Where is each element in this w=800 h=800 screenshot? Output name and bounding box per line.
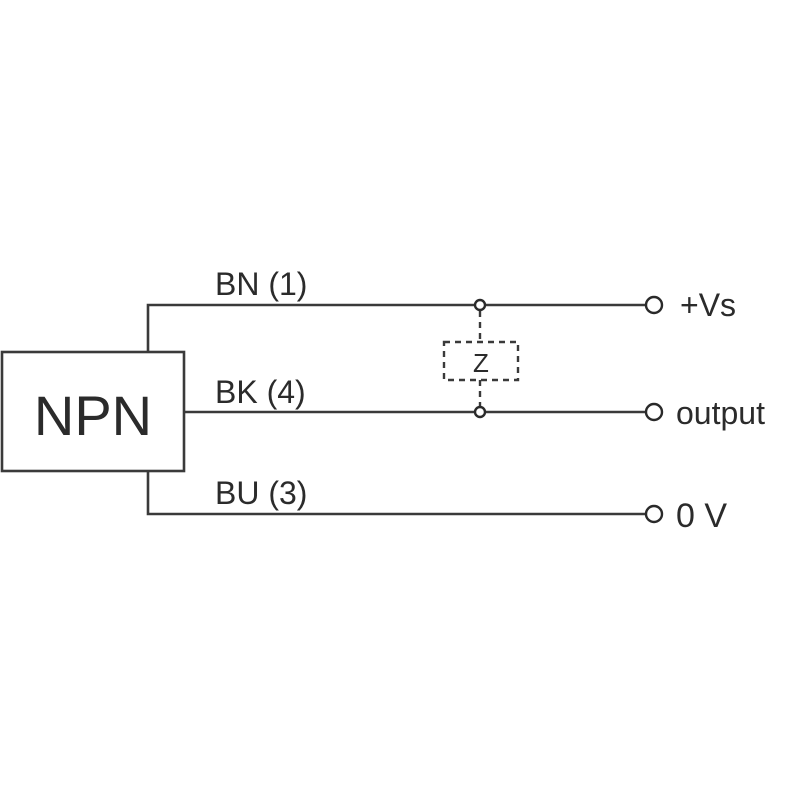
npn-block xyxy=(0,350,186,473)
wire-bu xyxy=(146,471,645,516)
terminal-vs-icon xyxy=(644,295,664,315)
terminal-output-label: output xyxy=(676,395,765,431)
terminal-0v-label: 0 V xyxy=(676,497,727,535)
junction-node-bottom xyxy=(473,405,487,419)
wire-bn xyxy=(146,303,645,352)
npn-block-label: NPN xyxy=(34,384,152,447)
terminal-0v-icon xyxy=(644,504,664,524)
terminal-output-icon xyxy=(644,402,664,422)
wire-bu-label: BU (3) xyxy=(215,475,307,511)
terminal-vs-label: +Vs xyxy=(680,287,736,323)
wire-bk-label: BK (4) xyxy=(215,374,306,410)
wire-bn-label: BN (1) xyxy=(215,266,307,302)
load-z-label: Z xyxy=(473,348,489,378)
junction-node-top xyxy=(473,298,487,312)
